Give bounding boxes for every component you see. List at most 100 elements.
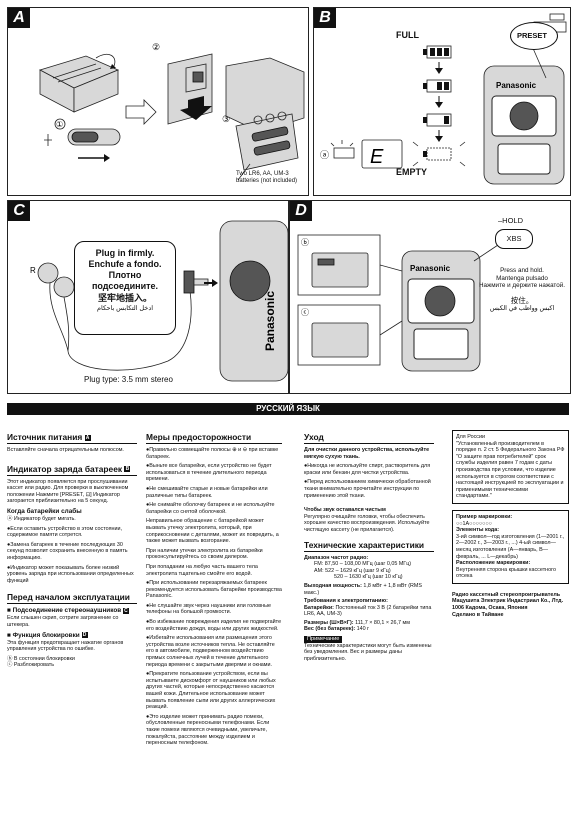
step1-label: ① (56, 120, 63, 129)
press-line-zh: 按住。 (510, 295, 534, 305)
panel-c: C R L Panasonic Plug in firmly. Enchufe … (7, 200, 289, 394)
plug-line-ru2: подсоедините. (91, 281, 159, 291)
marking-box: Пример маркировки: ○○1A○○○○○○○ Элементы … (452, 509, 569, 584)
press-hold-text: Press and hold. Mantenga pulsado Нажмите… (478, 267, 566, 312)
player-front-b: Panasonic (483, 13, 567, 185)
battery-install-illustration: ① ② ③ (38, 42, 305, 181)
panel-a-tag: A (8, 8, 30, 28)
battery-tag: B (124, 466, 131, 473)
spec-size-label: Размеры (Ш×В×Г): (304, 619, 354, 626)
display-character: E (370, 146, 384, 168)
brand-c: Panasonic (263, 291, 277, 351)
code-text: 3-ий символ—год изготовления (1—2001 г.,… (456, 533, 565, 560)
weak-indicator-display: ⓐ E (320, 139, 403, 169)
precaution-item: ●Выньте все батарейки, если устройство н… (146, 463, 272, 483)
power-tag: A (84, 434, 91, 441)
spec-weight-row: Вес (без батареек): 140 г (304, 626, 434, 633)
spec-size-value: 111,7 × 80,1 × 26,7 мм (355, 619, 410, 626)
battery-heading: Индикатор заряда батареек B (7, 464, 137, 476)
place-title: Расположение маркировки: (456, 560, 531, 567)
sound-text: Регулярно очищайте головки, чтобы обеспе… (304, 513, 430, 533)
russia-text: "Установленный производителем в порядке … (456, 440, 565, 500)
spec-output-label: Выходная мощность: (304, 582, 362, 589)
press-line-en: Press and hold. (500, 267, 544, 274)
marking-title: Пример маркировки: (456, 513, 513, 520)
precaution-item: ●Правильно совмещайте полюсы ⊕ и ⊖ при в… (146, 447, 279, 460)
battery-bullet: ●Замена батареек в течение последующих 3… (7, 541, 128, 561)
spec-battery-value: Постоянный ток 3 В (2 батарейки типа LR6… (304, 604, 432, 618)
spec-output-value: 1,8 мВт + 1,8 мВт (RMS макс.) (304, 582, 422, 596)
battery-indicator-illustration: ⓐ E Panasonic (320, 13, 567, 185)
headphones-title: Подсоединение стереонаушников (12, 607, 122, 615)
specs-heading: Технические характеристики (304, 540, 434, 552)
spec-fm: FM: 87,50 – 108,00 МГц (шаг 0,05 МГц) (314, 561, 412, 568)
headphones-text: Если слышен скрип, сотрите загрязнение с… (7, 615, 119, 628)
care-subheading: Для очистки данного устройства, использу… (304, 447, 430, 460)
care-heading: Уход (304, 432, 434, 444)
press-line-ar: اكبس وواظب في الكبس (489, 304, 555, 312)
marking-value: ○○1A○○○○○○○ (456, 520, 492, 527)
maker-line: Радио кассетный стереопроигрыватель (452, 591, 561, 598)
lock-item: ⓒ Разблокировать (7, 662, 55, 669)
plug-line-es: Enchufe a fondo. (88, 259, 162, 269)
hold-label: –HOLD (498, 216, 524, 225)
step1-slider: ① (44, 118, 121, 162)
precaution-item: ●При использовании перезаряжаемых батаре… (146, 580, 282, 600)
spec-weight-value: 140 г (356, 626, 370, 633)
battery-level-icons (412, 45, 466, 167)
column-2: Меры предосторожности ●Правильно совмеща… (146, 430, 282, 750)
precaution-item: ●Во избежание повреждения изделия не под… (146, 619, 282, 632)
panel-b-tag: B (314, 8, 336, 28)
plug-line-ru1: Плотно (108, 270, 142, 280)
sound-heading: Чтобы звук оставался чистым (304, 507, 386, 514)
brand-b: Panasonic (496, 81, 537, 90)
russia-title: Для России (456, 434, 485, 440)
precautions-heading: Меры предосторожности (146, 432, 282, 444)
xbs-hold-button: XBS (495, 229, 533, 249)
battery-bullet: ●Если оставить устройство в этом состоян… (7, 525, 123, 539)
plug-line-en: Plug in firmly. (95, 248, 155, 258)
press-line-ru: Нажмите и держите нажатой. (478, 282, 566, 290)
panel-c-tag: C (8, 201, 30, 221)
headphones-heading: ■ Подсоединение стереонаушников C (7, 607, 129, 615)
spec-size-row: Размеры (Ш×В×Г): 111,7 × 80,1 × 26,7 мм (304, 620, 434, 627)
full-label: FULL (396, 30, 419, 40)
column-4: Для России "Установленный производителем… (452, 430, 569, 618)
power-title: Источник питания (7, 432, 83, 442)
lock-item: ⓑ В состоянии блокировки (7, 655, 75, 662)
battery-text: Этот индикатор появляется при прослушива… (7, 478, 129, 505)
care-item: ●Перед использованием химически обработа… (304, 479, 431, 499)
lock-title: Функция блокировки (12, 631, 80, 639)
before-use-heading: Перед началом эксплуатации (7, 592, 137, 605)
plug-and-jack-drawing: Panasonic (183, 220, 289, 382)
care-item: ●Никогда не используйте спирт, растворит… (304, 463, 431, 476)
press-line-es: Mantenga pulsado (496, 274, 548, 282)
precaution-item: ●Не смешивайте старые и новые батарейки … (146, 485, 268, 499)
panel-d: D ⓑ ⓒ Panasonic –HOLD XBS Press and hold… (289, 200, 571, 394)
plug-line-zh: 坚牢地插入。 (97, 293, 152, 303)
language-banner: РУССКИЙ ЯЗЫК (7, 403, 569, 415)
power-heading: Источник питания A (7, 432, 137, 444)
precaution-item: ●Избегайте использования или размещения … (146, 635, 275, 668)
weak-item: ⓐ Индикатор будет мигать. (7, 515, 76, 522)
precaution-item: При попадании на любую часть вашего тела… (146, 563, 258, 577)
precaution-item: ●Не снимайте оболочку батареек и не испо… (146, 502, 275, 515)
circled-a-label: ⓐ (320, 150, 329, 160)
lock-state-c: ⓒ (297, 304, 381, 366)
r-channel-label: R (30, 266, 36, 275)
brand-d: Panasonic (410, 264, 451, 273)
spec-am: AM: 522 – 1629 кГц (шаг 9 кГц) (314, 567, 391, 574)
plug-type-caption: Plug type: 3.5 mm stereo (84, 375, 173, 384)
earphones-drawing: R L (30, 262, 192, 371)
maker-line: 1006 Кадома, Осака, Япония (452, 605, 528, 612)
maker-line: Мацушита Электрик Индастриал Ко., Лтд. (452, 598, 564, 605)
headphones-tag: C (122, 607, 129, 614)
lock-tag: D (81, 631, 88, 638)
circled-c-label: ⓒ (301, 308, 309, 317)
russia-box: Для России "Установленный производителем… (452, 430, 569, 504)
lock-text: Эта функция предотвращает нажатие органо… (7, 639, 124, 653)
column-3: Уход Для очистки данного устройства, исп… (304, 430, 434, 665)
precaution-item: При наличии утечки электролита из батаре… (146, 547, 263, 561)
empty-label: EMPTY (396, 167, 428, 177)
spec-range-label: Диапазон частот радио: (304, 554, 369, 561)
